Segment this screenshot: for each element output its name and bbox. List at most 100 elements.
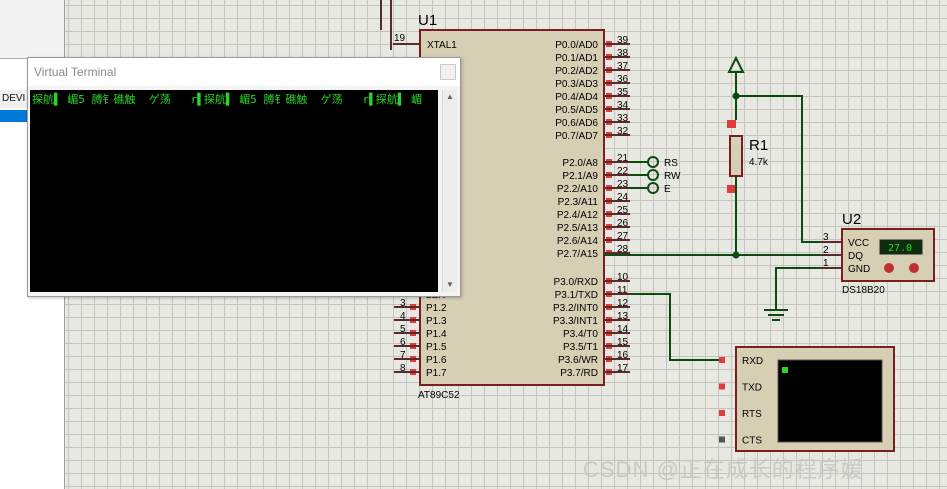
p2-label: P2.4/A12 [557, 210, 599, 221]
p2-pin-num: 22 [617, 166, 629, 177]
p0-pin-num: 33 [617, 113, 629, 124]
u2-wires [604, 95, 820, 321]
devices-label[interactable]: DEVI [0, 90, 32, 108]
p3-label: P3.6/WR [558, 355, 598, 366]
virtual-terminal-titlebar[interactable]: Virtual Terminal [28, 58, 460, 86]
vertical-scrollbar[interactable]: ▲ ▼ [442, 90, 457, 292]
scroll-up-arrow-icon[interactable]: ▲ [446, 92, 454, 101]
p1-label: P1.7 [426, 368, 447, 379]
p1-pin-num: 8 [400, 363, 406, 374]
r1-ref: R1 [749, 137, 768, 154]
p3-pin-num: 15 [617, 337, 629, 348]
virtual-terminal-screen[interactable]: 探航▌ 嵋5 膊钅礁触 ゲ荡 r▌探航▌ 嵋5 膊钅礁触 ゲ荡 r▌探航▌ 嵋 [30, 90, 438, 292]
r1-pin-top [727, 120, 736, 128]
terminal-cursor [782, 367, 788, 373]
p1-label: P1.6 [426, 355, 447, 366]
terminal-pin-label: CTS [742, 436, 762, 447]
scroll-down-arrow-icon[interactable]: ▼ [446, 280, 454, 289]
p2-label: P2.3/A11 [558, 197, 599, 208]
p2-pin-num: 25 [617, 205, 629, 216]
u2-display [879, 239, 923, 255]
p2-label: P2.7/A15 [557, 249, 599, 260]
p2-pin-num: 23 [617, 179, 629, 190]
net-labels: RS RW E [630, 156, 681, 195]
p0-pin-num: 36 [617, 74, 629, 85]
p2-label: P2.0/A8 [562, 158, 598, 169]
p0-label: P0.4/AD4 [555, 92, 598, 103]
p1-label: P1.3 [426, 316, 447, 327]
p1-label: P1.2 [426, 303, 447, 314]
power-terminal[interactable] [727, 55, 745, 120]
terminal-pin-label: TXD [742, 383, 762, 394]
p2-label: P2.5/A13 [557, 223, 599, 234]
net-label-rw: RW [664, 171, 681, 182]
u2-pin-num: 1 [823, 258, 829, 269]
u2-part: DS18B20 [842, 285, 885, 296]
p0-label: P0.3/AD3 [555, 79, 598, 90]
p0-pin-num: 35 [617, 87, 629, 98]
virtual-terminal-output: 探航▌ 嵋5 膊钅礁触 ゲ荡 r▌探航▌ 嵋5 膊钅礁触 ゲ荡 r▌探航▌ 嵋 [32, 93, 422, 106]
p1-pin-num: 6 [400, 337, 406, 348]
terminal-device[interactable]: RXD TXD RTS CTS [719, 346, 895, 452]
p0-pin-num: 38 [617, 48, 629, 59]
virtual-terminal-title: Virtual Terminal [34, 65, 117, 79]
p1-pin-num: 4 [400, 311, 406, 322]
p2-pin-num: 24 [617, 192, 629, 203]
p3-pin-num: 14 [617, 324, 629, 335]
r1-resistor[interactable]: R1 4.7k [727, 120, 769, 256]
u2-pin-label: GND [848, 264, 870, 275]
p3-label: P3.4/T0 [563, 329, 598, 340]
p3-label: P3.3/INT1 [553, 316, 598, 327]
p0-label: P0.5/AD5 [555, 105, 598, 116]
u2-ref: U2 [842, 211, 861, 228]
p2-label: P2.6/A14 [557, 236, 599, 247]
terminal-pin-marker [719, 383, 725, 390]
p3-pin-num: 17 [617, 363, 629, 374]
p2-pin-num: 27 [617, 231, 629, 242]
left-panel-preview [0, 0, 64, 59]
p2-pin-num: 26 [617, 218, 629, 229]
p3-label: P3.0/RXD [554, 277, 598, 288]
p3-pin-num: 16 [617, 350, 629, 361]
p0-pin-num: 37 [617, 61, 629, 72]
u2-up-button[interactable] [909, 263, 919, 273]
u1-ref: U1 [418, 12, 437, 29]
p2-label: P2.2/A10 [557, 184, 599, 195]
r1-pin-bottom [727, 185, 736, 193]
p2-pin-num: 21 [617, 153, 629, 164]
p3-label: P3.2/INT0 [553, 303, 598, 314]
p3-pin-num: 13 [617, 311, 629, 322]
p1-pin-num: 5 [400, 324, 406, 335]
p0-pin-num: 39 [617, 35, 629, 46]
u1-part: AT89C52 [418, 390, 460, 401]
terminal-pin-marker [719, 436, 725, 443]
u2-pin-num: 3 [823, 232, 829, 243]
p0-label: P0.2/AD2 [555, 66, 598, 77]
p3-label: P3.1/TXD [555, 290, 598, 301]
p3-label: P3.7/RD [560, 368, 598, 379]
p3-label: P3.5/T1 [563, 342, 598, 353]
close-button[interactable] [440, 64, 456, 80]
xtal-label: XTAL1 [427, 40, 457, 51]
u2-pin-label: DQ [848, 251, 863, 262]
p2-pin-num: 28 [617, 244, 629, 255]
devices-selection[interactable] [0, 110, 30, 122]
p0-pin-num: 34 [617, 100, 629, 111]
p0-label: P0.6/AD6 [555, 118, 598, 129]
terminal-pin-label: RTS [742, 409, 762, 420]
u2-pin-num: 2 [823, 245, 829, 256]
virtual-terminal-window[interactable]: Virtual Terminal 探航▌ 嵋5 膊钅礁触 ゲ荡 r▌探航▌ 嵋5… [27, 57, 461, 297]
p3-pin-num: 11 [617, 285, 628, 296]
u2-pin-label: VCC [848, 238, 869, 249]
p0-label: P0.7/AD7 [555, 131, 598, 142]
u2-down-button[interactable] [884, 263, 894, 273]
net-label-e: E [664, 184, 671, 195]
xtal-pin-num: 19 [394, 33, 406, 44]
terminal-pin-label: RXD [742, 356, 763, 367]
p2-label: P2.1/A9 [562, 171, 598, 182]
